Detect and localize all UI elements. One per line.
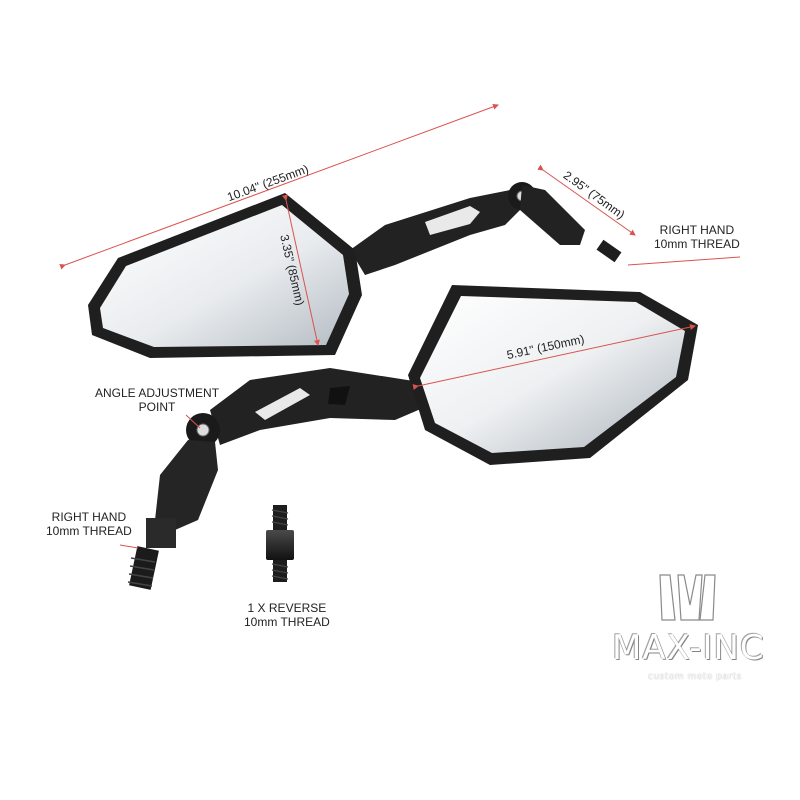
brand-tagline: custom moto parts [648, 672, 742, 682]
label-right-hand-thread-top: RIGHT HAND 10mm THREAD [654, 223, 740, 251]
mirror-front-glass [420, 296, 685, 453]
reverse-thread-bolt [266, 505, 294, 582]
mirror-front-arm [155, 440, 218, 530]
label-angle-adjustment-line2: POINT [138, 400, 176, 414]
label-right-hand-thread-top-line2: 10mm THREAD [654, 237, 740, 251]
brand-logo-icon [659, 574, 716, 621]
label-reverse-thread-line1: 1 X REVERSE [247, 601, 327, 615]
dim-line-arm [537, 164, 636, 236]
dim-line-overall [59, 103, 499, 270]
mirror-back-arm [520, 185, 585, 245]
label-right-hand-thread-top-line1: RIGHT HAND [659, 223, 735, 237]
leader-angle [185, 414, 201, 429]
label-reverse-thread: 1 X REVERSE 10mm THREAD [244, 601, 330, 629]
dimension-lines [59, 103, 741, 549]
brand-name: MAX-INC [612, 628, 765, 668]
label-right-hand-thread-left-line2: 10mm THREAD [46, 524, 132, 538]
leader-thread-top [627, 256, 741, 266]
label-angle-adjustment-line1: ANGLE ADJUSTMENT [95, 386, 220, 400]
dim-line-width [412, 324, 696, 390]
leader-thread-left [119, 544, 139, 549]
label-right-hand-thread-left-line1: RIGHT HAND [51, 510, 127, 524]
mirror-back-thread [596, 239, 622, 263]
label-reverse-thread-line2: 10mm THREAD [244, 615, 330, 629]
mirror-front-stem [210, 368, 430, 445]
dim-line-height [281, 194, 320, 346]
label-angle-adjustment: ANGLE ADJUSTMENT POINT [95, 386, 219, 414]
mirror-front-nut [146, 518, 176, 548]
label-right-hand-thread-left: RIGHT HAND 10mm THREAD [46, 510, 132, 538]
